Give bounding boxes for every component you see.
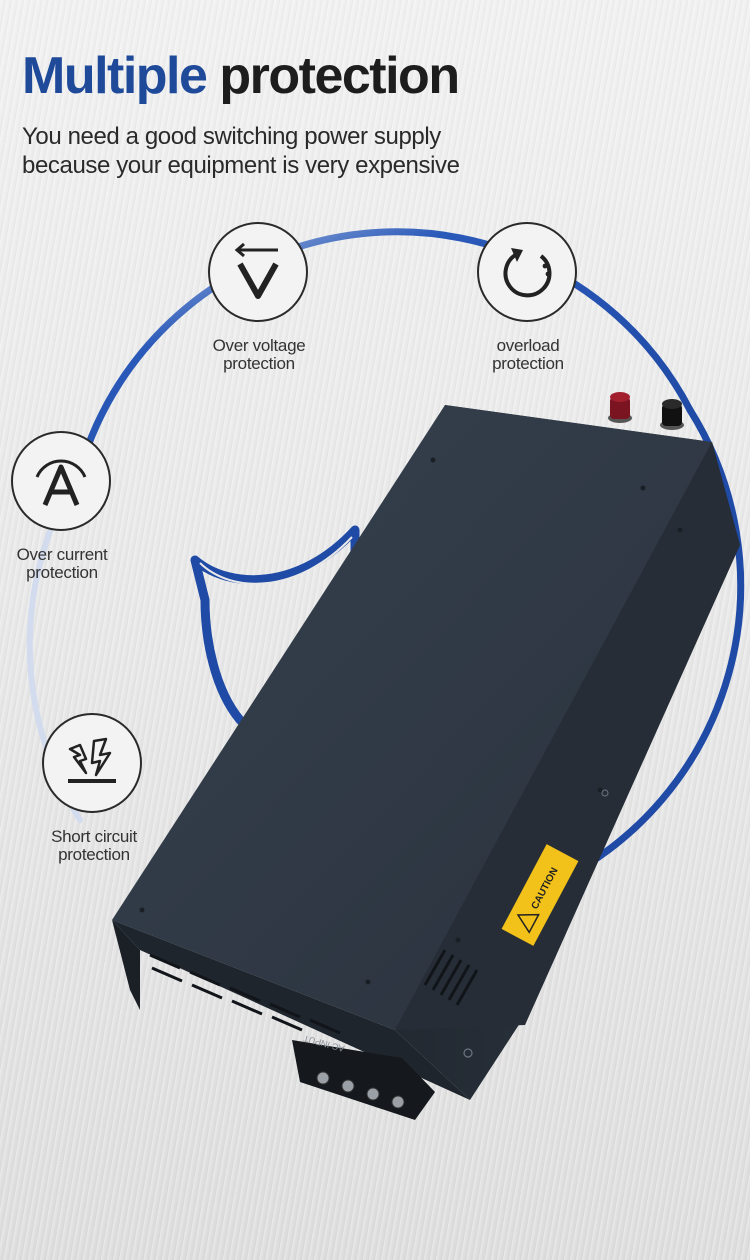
short-circuit-label: Short circuit protection <box>51 827 137 864</box>
over-current-icon <box>35 459 87 506</box>
over-voltage-badge <box>208 222 308 322</box>
short-circuit-icon <box>68 737 116 783</box>
over-current-badge <box>11 431 111 531</box>
output-terminals <box>608 392 684 430</box>
title-rest: protection <box>219 47 460 105</box>
overload-badge <box>477 222 577 322</box>
over-current-label: Over current protection <box>16 545 108 582</box>
page-title: Multiple protection <box>22 47 460 105</box>
overload-icon <box>503 248 552 298</box>
over-voltage-icon <box>234 242 279 299</box>
caution-label: CAUTION <box>501 844 579 946</box>
over-voltage-label: Over voltage protection <box>212 336 306 373</box>
overload-label: overload protection <box>492 336 564 373</box>
power-supply-unit: CAUTION AC INPUT <box>112 392 740 1120</box>
subtitle: You need a good switching power supply b… <box>22 122 502 180</box>
subtitle-line-2: because your equipment is very expensive <box>22 152 460 179</box>
ac-input-terminal-block: AC INPUT <box>292 1033 435 1120</box>
short-circuit-badge <box>42 713 142 813</box>
subtitle-line-1: You need a good switching power supply <box>22 123 441 150</box>
title-highlight: Multiple <box>22 47 208 105</box>
